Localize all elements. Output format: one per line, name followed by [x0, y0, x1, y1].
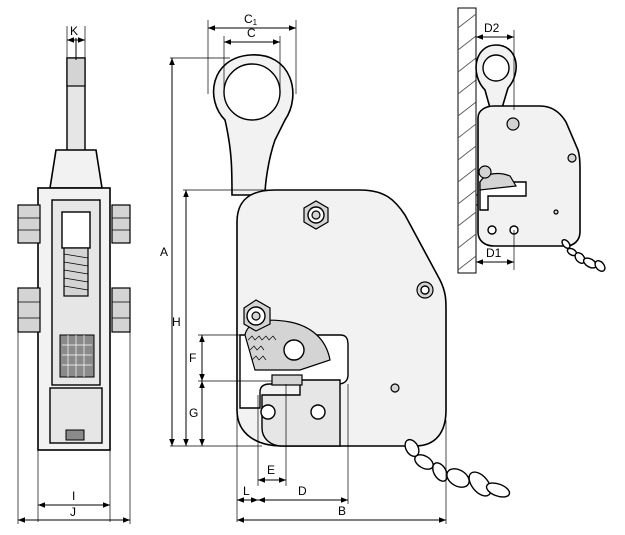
installed-hole-left — [487, 225, 497, 235]
installed-bolt-top — [506, 117, 520, 131]
dim-b: B — [237, 420, 447, 524]
side-bolt-left-mid — [17, 287, 41, 333]
label-h: H — [172, 315, 181, 329]
dim-h: H — [172, 189, 275, 446]
label-i: I — [72, 489, 75, 503]
dim-c: C — [223, 26, 281, 94]
wall — [457, 7, 477, 274]
installed-shackle-hole — [482, 54, 510, 82]
side-bolt-right-mid — [111, 287, 131, 333]
dim-e: E — [257, 384, 287, 486]
jaw-hole-left — [260, 404, 276, 420]
installed-bolt-mid — [478, 165, 492, 179]
side-bolt-right-top — [111, 204, 131, 244]
wall-hatch — [457, 13, 477, 271]
label-f: F — [189, 351, 196, 365]
label-e: E — [267, 463, 275, 477]
jaw-hole-right — [310, 404, 326, 420]
dim-d1: D1 — [476, 230, 515, 270]
dim-k: K — [66, 24, 86, 58]
lower-jaw — [261, 379, 341, 447]
label-c1: C1 — [244, 12, 258, 27]
jaw-pad — [271, 374, 303, 386]
side-bolt-left-top — [17, 204, 41, 244]
shackle-hole — [223, 63, 281, 121]
label-d2: D2 — [484, 21, 500, 35]
front-view — [212, 54, 511, 498]
small-rivet — [390, 383, 400, 393]
label-k: K — [70, 24, 78, 38]
dim-c1: C1 — [207, 12, 297, 94]
dim-l: L — [236, 410, 258, 522]
label-d1: D1 — [486, 246, 502, 260]
label-b: B — [338, 504, 346, 518]
side-cam-teeth — [59, 334, 95, 378]
dim-f: F — [189, 334, 272, 382]
label-l: L — [243, 484, 250, 498]
bolt-right — [416, 281, 434, 299]
bolt-top — [303, 200, 329, 230]
cam-pivot — [283, 339, 305, 361]
side-view — [17, 38, 131, 451]
label-g: G — [189, 406, 198, 420]
label-d: D — [298, 484, 307, 498]
dim-i: I — [37, 450, 111, 522]
dim-j: J — [17, 332, 131, 524]
side-shackle-top — [66, 57, 86, 87]
bolt-mid — [243, 299, 271, 332]
dim-d2: D2 — [475, 21, 515, 110]
side-window — [61, 211, 91, 249]
side-bottom-nut — [65, 429, 85, 441]
installed-view — [457, 7, 606, 274]
dim-d: D — [258, 384, 349, 504]
dim-g: G — [189, 381, 205, 446]
installed-rivet — [553, 209, 559, 215]
label-a: A — [160, 245, 168, 259]
installed-chain — [561, 239, 606, 272]
side-neck — [49, 149, 103, 189]
label-j: J — [70, 505, 76, 519]
dim-a: A — [160, 57, 262, 447]
label-c: C — [247, 26, 256, 40]
side-spring — [63, 247, 89, 297]
installed-bolt-right — [567, 153, 577, 163]
front-chain — [404, 438, 511, 498]
